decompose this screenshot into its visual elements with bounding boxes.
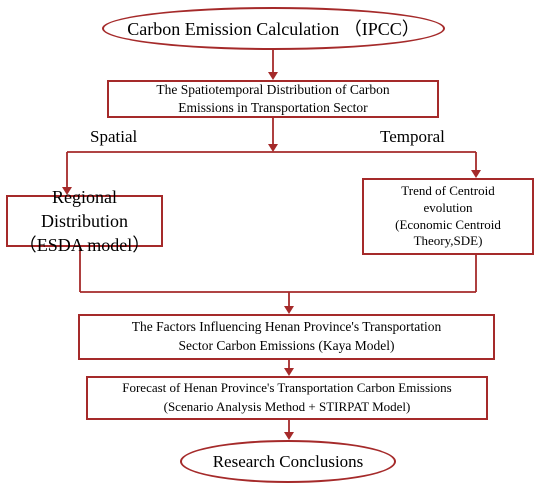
node-regional-distribution: Regional Distribution （ESDA model） (6, 187, 163, 255)
node-spatiotemporal-distribution: The Spatiotemporal Distribution of Carbo… (107, 80, 439, 118)
arrowhead-forecast (284, 368, 294, 376)
node-influencing-factors: The Factors Influencing Henan Province's… (78, 314, 495, 360)
node-spatiotemporal-distribution-line-2: Emissions in Transportation Sector (178, 100, 368, 115)
node-influencing-factors-line-2: Sector Carbon Emissions (Kaya Model) (178, 338, 395, 353)
branch-label-spatial: Spatial (90, 127, 138, 146)
arrowhead-centroid (471, 170, 481, 178)
node-influencing-factors-line-1: The Factors Influencing Henan Province's… (131, 319, 442, 335)
node-centroid-evolution: Trend of Centroid evolution (Economic Ce… (362, 178, 534, 255)
node-regional-distribution-line-2: （ESDA model） (18, 235, 151, 256)
node-carbon-emission-calculation: Carbon Emission Calculation （IPCC） (102, 7, 445, 50)
node-regional-distribution-line-1: Regional Distribution (40, 186, 128, 231)
node-centroid-evolution-line-1: Trend of Centroid (401, 182, 495, 198)
node-centroid-evolution-line-2: evolution (423, 199, 473, 215)
node-spatiotemporal-distribution-line-1: The Spatiotemporal Distribution of Carbo… (156, 81, 390, 97)
node-research-conclusions: Research Conclusions (180, 440, 396, 483)
node-centroid-evolution-line-4: Theory,SDE) (413, 233, 483, 249)
arrowhead-distribution (268, 72, 278, 80)
node-emissions-forecast: Forecast of Henan Province's Transportat… (86, 376, 488, 420)
arrowhead-conclusions (284, 432, 294, 440)
node-emissions-forecast-line-1: Forecast of Henan Province's Transportat… (122, 380, 452, 396)
node-carbon-emission-calculation-text: Carbon Emission Calculation （IPCC） (127, 18, 420, 39)
arrowhead-split (268, 144, 278, 152)
arrowhead-factors (284, 306, 294, 314)
node-centroid-evolution-line-3: (Economic Centroid (395, 216, 501, 232)
branch-label-temporal: Temporal (380, 127, 445, 146)
node-research-conclusions-text: Research Conclusions (212, 452, 364, 471)
node-emissions-forecast-line-2: (Scenario Analysis Method + STIRPAT Mode… (163, 399, 411, 414)
arrowhead-regional (62, 187, 72, 195)
